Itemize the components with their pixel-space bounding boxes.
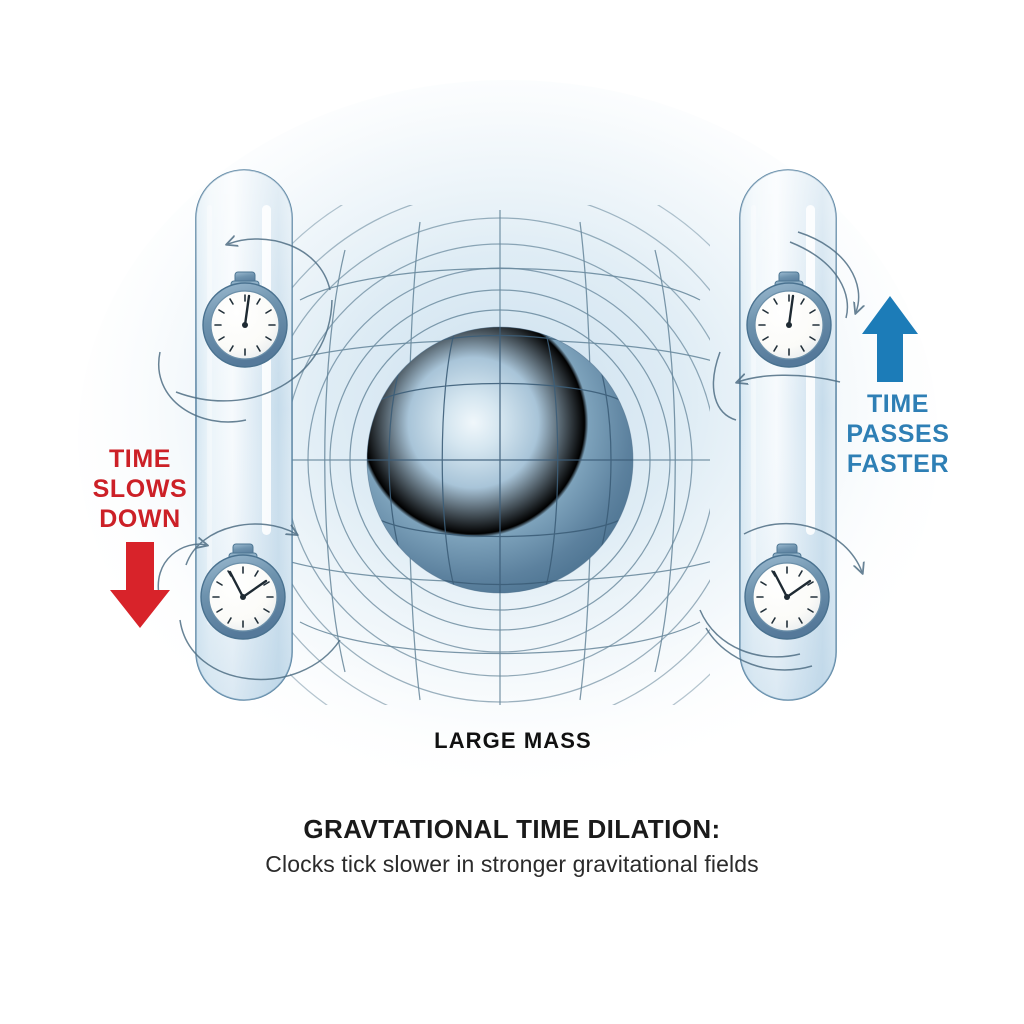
annotation-time-passes-faster: TIME PASSES FASTER bbox=[846, 296, 949, 478]
arrow-down-icon bbox=[110, 542, 170, 628]
time-slows-line3: DOWN bbox=[99, 505, 181, 533]
motion-arrows-lower-left bbox=[157, 523, 341, 681]
time-faster-line2: PASSES bbox=[846, 420, 949, 448]
motion-arrows-upper-right bbox=[712, 231, 858, 421]
time-slows-line2: SLOWS bbox=[93, 475, 188, 503]
motion-arrows-lower-right bbox=[699, 522, 862, 671]
clock-upper-left bbox=[202, 271, 288, 368]
time-faster-line3: FASTER bbox=[847, 450, 949, 478]
large-mass-label: LARGE MASS bbox=[434, 728, 592, 753]
time-slows-line1: TIME bbox=[109, 445, 171, 473]
motion-arrows-upper-left bbox=[157, 239, 333, 423]
clock-lower-left bbox=[200, 543, 286, 640]
page-title: GRAVTATIONAL TIME DILATION: bbox=[303, 814, 720, 844]
arrow-up-icon bbox=[862, 296, 918, 382]
clock-upper-right bbox=[746, 271, 832, 368]
page-subtitle: Clocks tick slower in stronger gravitati… bbox=[265, 851, 758, 877]
time-faster-line1: TIME bbox=[867, 390, 929, 418]
annotation-time-slows-down: TIME SLOWS DOWN bbox=[93, 445, 188, 628]
clock-lower-right bbox=[744, 543, 830, 640]
